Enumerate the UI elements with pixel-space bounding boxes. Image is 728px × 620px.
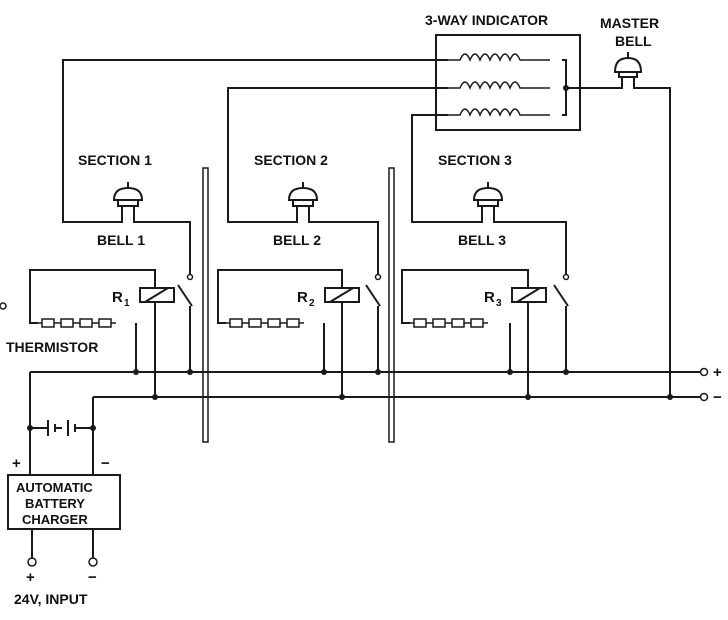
wire-master-bell-right (633, 77, 671, 397)
battery-charger-box (7, 474, 121, 530)
relay-r3-label: R (484, 289, 495, 306)
terminal-negative (699, 392, 709, 402)
battery-plus-label: + (12, 455, 21, 472)
switch-r1 (177, 273, 194, 372)
battery-junction-right (90, 425, 96, 431)
relay-r1-sub: 1 (124, 298, 130, 309)
thermistor-chain-1 (38, 318, 116, 328)
section-divider-2 (388, 167, 395, 443)
wire-bell1-to-switch (133, 206, 191, 275)
bell3-label: BELL 3 (458, 232, 506, 248)
battery-symbol (30, 420, 93, 436)
input-plus-label: + (26, 569, 35, 586)
relay-r1-label: R (112, 289, 123, 306)
bus-junctions (133, 369, 673, 400)
master-bell-label-line1: MASTER (600, 15, 659, 31)
indicator-box (435, 34, 581, 131)
bell2-label: BELL 2 (273, 232, 321, 248)
relay-r1: R 1 (112, 287, 175, 309)
charger-label-line1: AUTOMATIC (16, 480, 93, 495)
wire-s1-relay-loop (29, 269, 156, 324)
wire-bell3-to-switch (493, 206, 567, 275)
terminal-positive (699, 367, 709, 377)
wire-indicator-to-bell3 (411, 114, 483, 223)
input-terminal-positive (27, 557, 37, 567)
switch-r2 (365, 273, 382, 372)
negative-terminal-label: − (713, 389, 722, 406)
indicator-coil-2 (448, 81, 550, 90)
master-bell-icon (613, 52, 643, 78)
section1-label: SECTION 1 (78, 152, 152, 168)
relay-r3-sub: 3 (496, 298, 502, 309)
thermistor-label: THERMISTOR (6, 339, 98, 355)
switch-r3 (553, 273, 570, 372)
section-divider-1 (202, 167, 209, 443)
relay-r3: R 3 (484, 287, 547, 309)
section2-label: SECTION 2 (254, 152, 328, 168)
bell1-icon (112, 182, 144, 207)
relay-r2-label: R (297, 289, 308, 306)
input-minus-label: − (88, 569, 97, 586)
wire-master-bell-left (566, 77, 623, 89)
wire-s2-relay-loop (217, 269, 343, 324)
indicator-coil-3 (448, 108, 550, 117)
section3-label: SECTION 3 (438, 152, 512, 168)
indicator-coil-1 (448, 53, 550, 62)
charger-label-line2: BATTERY (25, 496, 85, 511)
bell1-label: BELL 1 (97, 232, 145, 248)
indicator-label: 3-WAY INDICATOR (425, 12, 548, 28)
positive-terminal-label: + (713, 364, 722, 381)
bell3-icon (472, 182, 504, 207)
thermistor-chain-3 (410, 318, 488, 328)
relay-r2-sub: 2 (309, 298, 315, 309)
thermistor-chain-2 (226, 318, 304, 328)
wire-indicator-to-bell2 (227, 87, 448, 223)
master-bell-label-line2: BELL (615, 33, 652, 49)
relay-r2: R 2 (297, 287, 360, 309)
wire-s3-relay-loop (401, 269, 529, 324)
input-label: 24V, INPUT (14, 591, 88, 607)
charger-label-line3: CHARGER (22, 512, 88, 527)
wire-bell2-to-switch (308, 206, 379, 275)
terminal-left (0, 302, 7, 310)
battery-junction-left (27, 425, 33, 431)
bell2-icon (287, 182, 319, 207)
input-terminal-negative (88, 557, 98, 567)
battery-minus-label: − (101, 455, 110, 472)
wire-indicator-to-bell1 (62, 59, 448, 223)
